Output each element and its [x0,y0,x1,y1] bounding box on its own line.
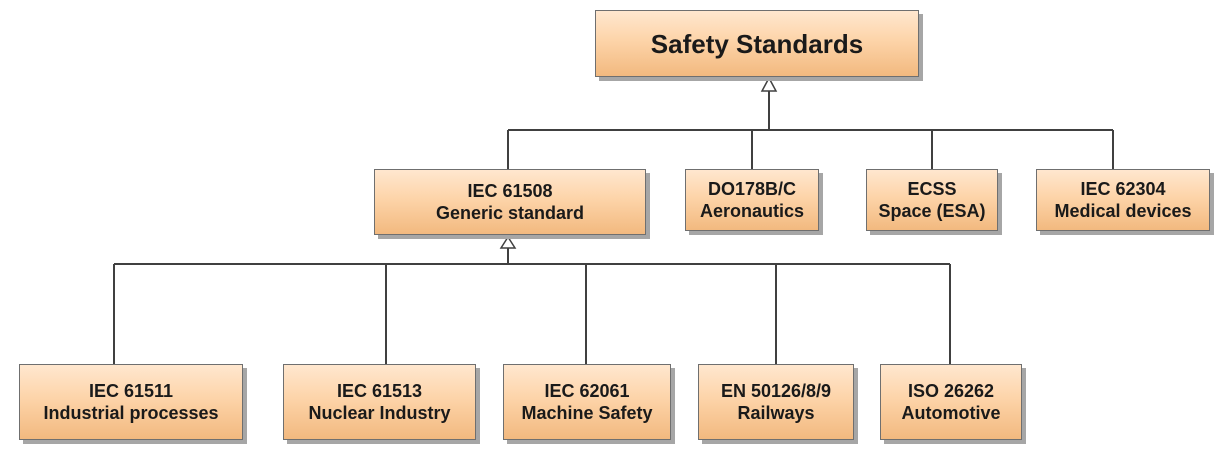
node-domain: Automotive [901,403,1001,423]
node-iso-26262[interactable]: ISO 26262 Automotive [880,364,1022,440]
node-iec-62061[interactable]: IEC 62061 Machine Safety [503,364,671,440]
node-code: IEC 62304 [1080,179,1166,199]
node-en-50126[interactable]: EN 50126/8/9 Railways [698,364,854,440]
node-title: Safety Standards [650,28,864,59]
node-domain: Generic standard [435,203,585,223]
node-safety-standards[interactable]: Safety Standards [595,10,919,77]
node-ecss[interactable]: ECSS Space (ESA) [866,169,998,231]
node-code: ECSS [907,179,957,199]
node-code: EN 50126/8/9 [720,381,832,401]
node-code: IEC 61511 [88,381,174,401]
node-domain: Machine Safety [521,403,653,423]
node-iec-61511[interactable]: IEC 61511 Industrial processes [19,364,243,440]
node-code: IEC 61513 [336,381,423,401]
node-iec-61508[interactable]: IEC 61508 Generic standard [374,169,646,235]
node-domain: Space (ESA) [878,201,986,221]
node-domain: Aeronautics [699,201,805,221]
root-generalization-arrowhead [760,76,778,92]
node-code: ISO 26262 [907,381,995,401]
node-code: IEC 62061 [544,381,630,401]
node-code: DO178B/C [707,179,797,199]
node-iec-62304[interactable]: IEC 62304 Medical devices [1036,169,1210,231]
node-domain: Nuclear Industry [308,403,451,423]
node-domain: Railways [737,403,815,423]
generic-generalization-arrowhead [499,235,517,249]
node-code: IEC 61508 [467,181,553,201]
node-domain: Medical devices [1054,201,1192,221]
node-iec-61513[interactable]: IEC 61513 Nuclear Industry [283,364,476,440]
node-do178[interactable]: DO178B/C Aeronautics [685,169,819,231]
node-domain: Industrial processes [43,403,219,423]
